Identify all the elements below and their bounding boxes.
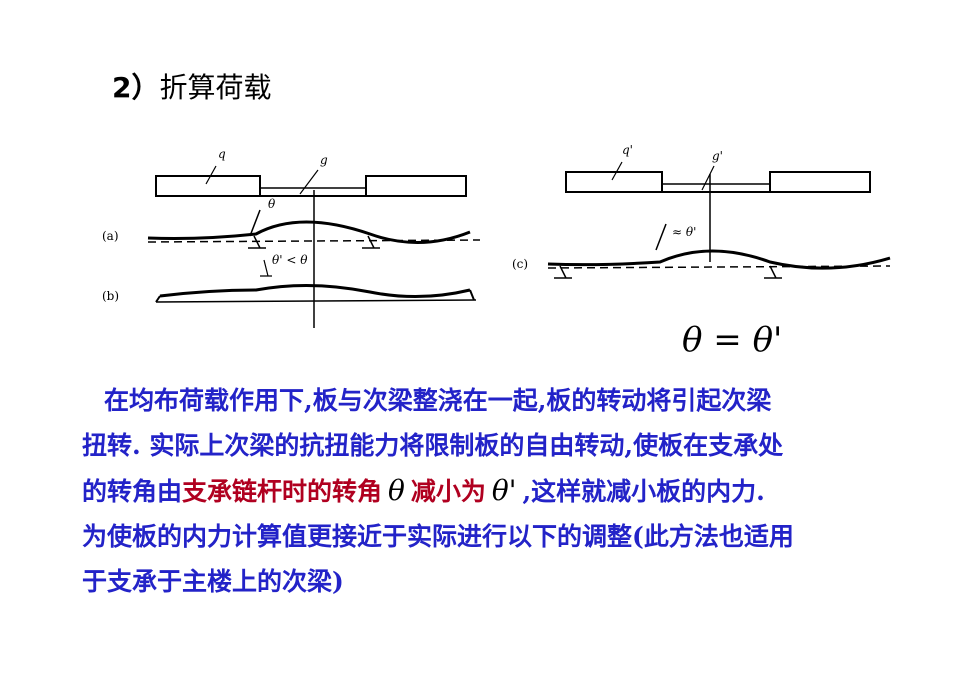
theta-prime-symbol: θ': [491, 474, 517, 507]
label-q-prime: q': [622, 143, 633, 157]
line3-red-phrase: 支承链杆时的转角: [182, 477, 383, 506]
heading-title: 折算荷载: [159, 71, 272, 104]
section-heading: 2）折算荷载: [112, 66, 272, 106]
explanation-paragraph: 在均布荷载作用下,板与次梁整浇在一起,板的转动将引起次梁 扭转. 实际上次梁的抗…: [82, 378, 902, 604]
label-a: (a): [102, 229, 119, 243]
beam-c: [547, 249, 891, 270]
line3-red-phrase-2: 减小为: [410, 477, 486, 506]
beam-rotation-figure: (a) (b) (c) q g θ θ' < θ q' g' ≈ θ': [102, 143, 891, 328]
load-block-left: [155, 175, 261, 197]
label-q: q: [218, 147, 226, 161]
label-b: (b): [102, 289, 119, 303]
label-g: g: [320, 153, 328, 167]
label-theta: θ: [268, 197, 276, 211]
beam-b: [159, 283, 471, 299]
paragraph-line-2: 扭转. 实际上次梁的抗扭能力将限制板的自由转动,使板在支承处: [82, 431, 784, 460]
heading-number: 2）: [112, 71, 160, 104]
label-theta-relation: θ' < θ: [272, 253, 308, 267]
paragraph-line-5: 于支承于主楼上的次梁): [82, 567, 344, 596]
theta-symbol: θ: [388, 474, 405, 507]
label-g-prime: g': [712, 149, 723, 163]
load-block-right-panel-right: [769, 171, 871, 193]
paragraph-line-4: 为使板的内力计算值更接近于实际进行以下的调整(此方法也适用: [82, 522, 794, 551]
beam-a: [147, 220, 471, 245]
label-c: (c): [512, 257, 528, 271]
paragraph-line-1: 在均布荷载作用下,板与次梁整浇在一起,板的转动将引起次梁: [104, 386, 772, 415]
line3-end: ,这样就减小板的内力.: [522, 477, 765, 506]
load-block-right: [365, 175, 467, 197]
theta-equation: θ = θ': [682, 320, 783, 360]
load-block-right-panel-left: [565, 171, 663, 193]
label-theta-approx: ≈ θ': [672, 225, 696, 239]
line3-start: 的转角由: [82, 477, 183, 506]
